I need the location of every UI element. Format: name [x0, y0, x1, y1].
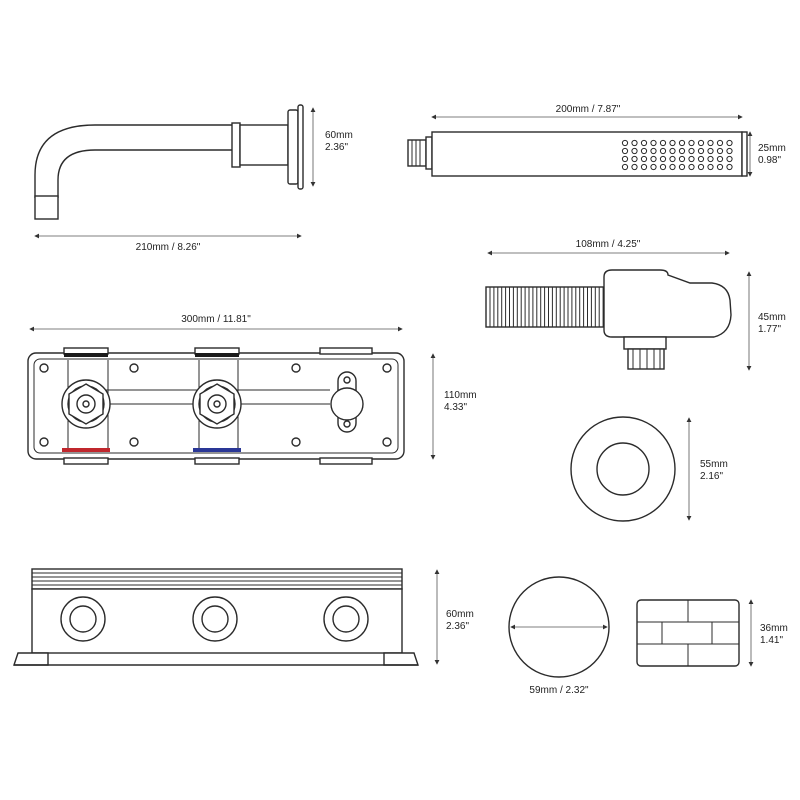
handshower-dia-mm: 25mm: [758, 143, 786, 154]
nozzle: [631, 139, 638, 147]
nozzle: [707, 139, 714, 147]
cold-indicator-top: [195, 353, 239, 357]
nozzle: [640, 139, 648, 147]
nozzle: [678, 139, 686, 147]
nozzle: [631, 147, 638, 155]
nozzle: [716, 163, 724, 171]
mixer-plate-drawing: 300mm / 11.81" 110mm 4.33": [27, 314, 477, 465]
handle-dia: 59mm / 2.32": [529, 685, 589, 696]
body-box-drawing: 60mm 2.36": [13, 568, 474, 666]
spout-drawing: 60mm 2.36" 210mm / 8.26": [34, 104, 353, 253]
nozzle: [669, 155, 676, 163]
nozzle: [650, 163, 657, 171]
hot-indicator-top: [64, 353, 108, 357]
nozzle: [697, 139, 705, 147]
nozzle: [707, 147, 714, 155]
nozzle: [659, 139, 667, 147]
nozzle: [678, 147, 686, 155]
handshower-length: 200mm / 7.87": [556, 104, 621, 115]
spout-height-in: 2.36": [325, 142, 348, 153]
nozzle: [659, 147, 667, 155]
nozzle: [707, 163, 714, 171]
diverter-port: [330, 371, 364, 433]
nozzle: [707, 155, 714, 163]
nozzle: [621, 163, 629, 171]
nozzle: [659, 163, 667, 171]
nozzle: [688, 147, 695, 155]
nozzle: [669, 163, 676, 171]
rosette-drawing: 55mm 2.16": [570, 416, 728, 522]
nozzle: [716, 155, 724, 163]
nozzle: [697, 163, 705, 171]
nozzle: [650, 147, 657, 155]
nozzle: [726, 155, 733, 163]
nozzle: [650, 155, 657, 163]
nozzle: [631, 155, 638, 163]
nozzle: [688, 139, 695, 147]
nozzle: [697, 155, 705, 163]
wall-outlet-height-in: 1.77": [758, 324, 781, 335]
spout-length: 210mm / 8.26": [136, 242, 201, 253]
rosette-dia-in: 2.16": [700, 471, 723, 482]
handshower-spray-nozzles: [621, 139, 733, 171]
hot-indicator: [62, 448, 110, 452]
nozzle: [726, 139, 733, 147]
brick-height-in: 1.41": [760, 635, 783, 646]
wall-outlet-height-mm: 45mm: [758, 312, 786, 323]
wall-outlet-drawing: 108mm / 4.25" 45mm 1.77": [485, 239, 786, 371]
nozzle: [716, 147, 724, 155]
nozzle: [678, 163, 686, 171]
cold-valve: [192, 379, 242, 429]
cold-indicator: [193, 448, 241, 452]
body-box-depth-mm: 60mm: [446, 609, 474, 620]
nozzle: [678, 155, 686, 163]
nozzle: [640, 147, 648, 155]
nozzle: [659, 155, 667, 163]
nozzle: [621, 139, 629, 147]
nozzle: [621, 155, 629, 163]
nozzle: [697, 147, 705, 155]
handshower-dia-in: 0.98": [758, 155, 781, 166]
nozzle: [640, 155, 648, 163]
mixer-plate-height-in: 4.33": [444, 402, 467, 413]
nozzle: [640, 163, 648, 171]
nozzle: [716, 139, 724, 147]
handshower-drawing: 200mm / 7.87" 25mm 0.98": [407, 104, 786, 177]
hot-valve: [61, 379, 111, 429]
nozzle: [726, 163, 733, 171]
brick-block-drawing: 36mm 1.41": [636, 599, 788, 667]
rosette-dia-mm: 55mm: [700, 459, 728, 470]
body-box-depth-in: 2.36": [446, 621, 469, 632]
nozzle: [726, 147, 733, 155]
nozzle: [631, 163, 638, 171]
spout-height-mm: 60mm: [325, 130, 353, 141]
nozzle: [650, 139, 657, 147]
nozzle: [688, 163, 695, 171]
mixer-plate-width: 300mm / 11.81": [181, 314, 251, 325]
brick-height-mm: 36mm: [760, 623, 788, 634]
handle-drawing: 59mm / 2.32": [508, 576, 610, 696]
nozzle: [621, 147, 629, 155]
nozzle: [669, 139, 676, 147]
mixer-plate-height-mm: 110mm: [444, 390, 477, 401]
wall-outlet-thread: [489, 287, 604, 327]
wall-outlet-length: 108mm / 4.25": [576, 239, 641, 250]
nozzle: [669, 147, 676, 155]
nozzle: [688, 155, 695, 163]
